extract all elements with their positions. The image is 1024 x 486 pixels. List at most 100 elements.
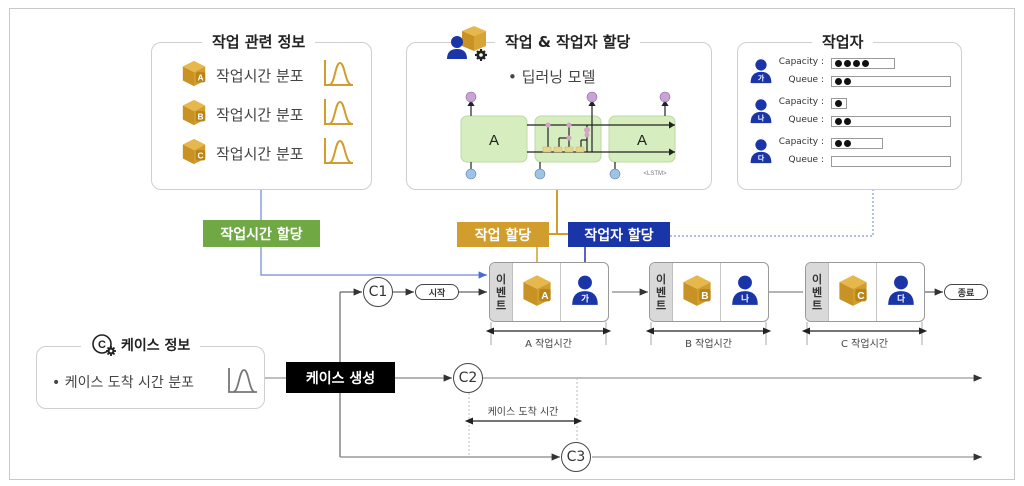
task-distribution-label: 작업시간 분포	[216, 66, 304, 85]
task-distribution-label: 작업시간 분포	[216, 144, 304, 163]
end-node: 종료	[944, 284, 988, 300]
event-worker-cell: 가	[560, 263, 608, 321]
duration-label-a: A 작업시간	[525, 339, 572, 350]
event-worker-cell: 다	[876, 263, 924, 321]
svg-text:나: 나	[758, 114, 765, 123]
case-arrival-label: 케이스 도착 시간 분포	[64, 375, 194, 391]
event-worker-cell: 나	[720, 263, 768, 321]
task-distribution-row: A 작업시간 분포	[180, 58, 356, 92]
capacity-dot	[844, 60, 851, 67]
worker-avatar-icon: 다	[748, 138, 774, 168]
svg-text:나: 나	[741, 294, 749, 305]
lstm-cell-prev	[460, 115, 528, 163]
lstm-input-next	[609, 168, 621, 180]
arrival-time-label: 케이스 도착 시간	[487, 407, 559, 418]
task-box-icon: B	[180, 98, 208, 130]
task-assign-tag: 작업 할당	[457, 222, 549, 247]
task-box-icon: C	[836, 273, 870, 311]
deep-learning-bullet: • 딥러닝 모델	[508, 66, 595, 87]
svg-text:가: 가	[581, 294, 589, 305]
capacity-dot	[862, 60, 869, 67]
lstm-output-current	[586, 91, 598, 103]
case-gear-icon: C	[92, 334, 116, 356]
svg-text:C: C	[857, 291, 865, 302]
queue-dot	[844, 118, 851, 125]
svg-text:A: A	[198, 72, 204, 82]
svg-text:다: 다	[758, 154, 765, 163]
bullet-dot: •	[508, 68, 522, 86]
bullet-dot: •	[52, 375, 65, 391]
task-distribution-row: C 작업시간 분포	[180, 136, 356, 170]
queue-box	[831, 156, 951, 167]
workers-title: 작업자	[812, 31, 874, 52]
svg-text:다: 다	[897, 294, 905, 305]
worker-avatar-icon: 다	[885, 274, 917, 310]
queue-label: Queue :	[788, 75, 824, 85]
lstm-diagram: A A <LSTM>	[460, 91, 676, 180]
arrival-distribution-curve-icon	[228, 368, 257, 393]
lstm-cell-prev-label: A	[489, 132, 499, 149]
queue-dot	[844, 78, 851, 85]
capacity-dot	[835, 140, 842, 147]
worker-avatar-icon: 나	[729, 274, 761, 310]
case-node-c1: C1	[363, 277, 393, 307]
svg-text:B: B	[701, 291, 708, 302]
worker-avatar-icon: 가	[748, 58, 774, 88]
event-task-cell: A	[513, 263, 560, 321]
capacity-box	[831, 58, 895, 69]
time-assign-connector	[260, 247, 487, 279]
capacity-box	[831, 98, 847, 109]
queue-label: Queue :	[788, 115, 824, 125]
worker-avatar-icon: 가	[569, 274, 601, 310]
capacity-dot	[835, 100, 842, 107]
svg-text:C: C	[98, 339, 106, 351]
capacity-label: Capacity :	[778, 137, 824, 147]
task-worker-gear-icon	[447, 26, 487, 61]
capacity-dot	[844, 140, 851, 147]
assignment-title: 작업 & 작업자 할당	[495, 31, 641, 52]
time-assign-tag: 작업시간 할당	[203, 220, 320, 247]
duration-label-b: B 작업시간	[685, 339, 732, 350]
case-node-c2: C2	[453, 363, 483, 393]
task-info-title: 작업 관련 정보	[202, 31, 316, 52]
worker-avatar-icon: 나	[748, 98, 774, 128]
start-node: 시작	[415, 284, 459, 300]
case-info-title: 케이스 정보	[121, 338, 191, 354]
queue-label: Queue :	[788, 155, 824, 165]
svg-text:C: C	[198, 150, 204, 160]
task-box-icon: C	[180, 137, 208, 169]
lstm-cell-next-label: A	[637, 132, 647, 149]
deep-learning-label: 딥러닝 모델	[521, 68, 596, 86]
case-node-c3: C3	[561, 442, 591, 472]
capacity-dot	[853, 60, 860, 67]
distribution-curve-icon	[322, 136, 356, 170]
task-distribution-label: 작업시간 분포	[216, 105, 304, 124]
svg-text:가: 가	[758, 74, 765, 83]
duration-label-c: C 작업시간	[841, 339, 888, 350]
event-task-cell: B	[673, 263, 720, 321]
queue-box	[831, 76, 951, 87]
queue-dot	[835, 118, 842, 125]
capacity-dot	[835, 60, 842, 67]
svg-text:B: B	[198, 111, 204, 121]
worker-assign-tag: 작업자 할당	[568, 222, 670, 247]
distribution-curve-icon	[322, 58, 356, 92]
capacity-box	[831, 138, 883, 149]
task-box-icon: A	[520, 273, 554, 311]
task-box-icon: A	[180, 59, 208, 91]
case-info-panel: C 케이스 정보	[36, 333, 265, 409]
task-box-icon: B	[680, 273, 714, 311]
capacity-label: Capacity :	[778, 97, 824, 107]
lstm-caption: <LSTM>	[643, 171, 667, 177]
queue-dot	[835, 78, 842, 85]
lstm-input-current	[534, 168, 546, 180]
event-task-cell: C	[829, 263, 876, 321]
task-distribution-row: B 작업시간 분포	[180, 97, 356, 131]
lstm-cell-next	[608, 115, 676, 163]
case-arrival-bullet: • 케이스 도착 시간 분포	[52, 372, 194, 392]
